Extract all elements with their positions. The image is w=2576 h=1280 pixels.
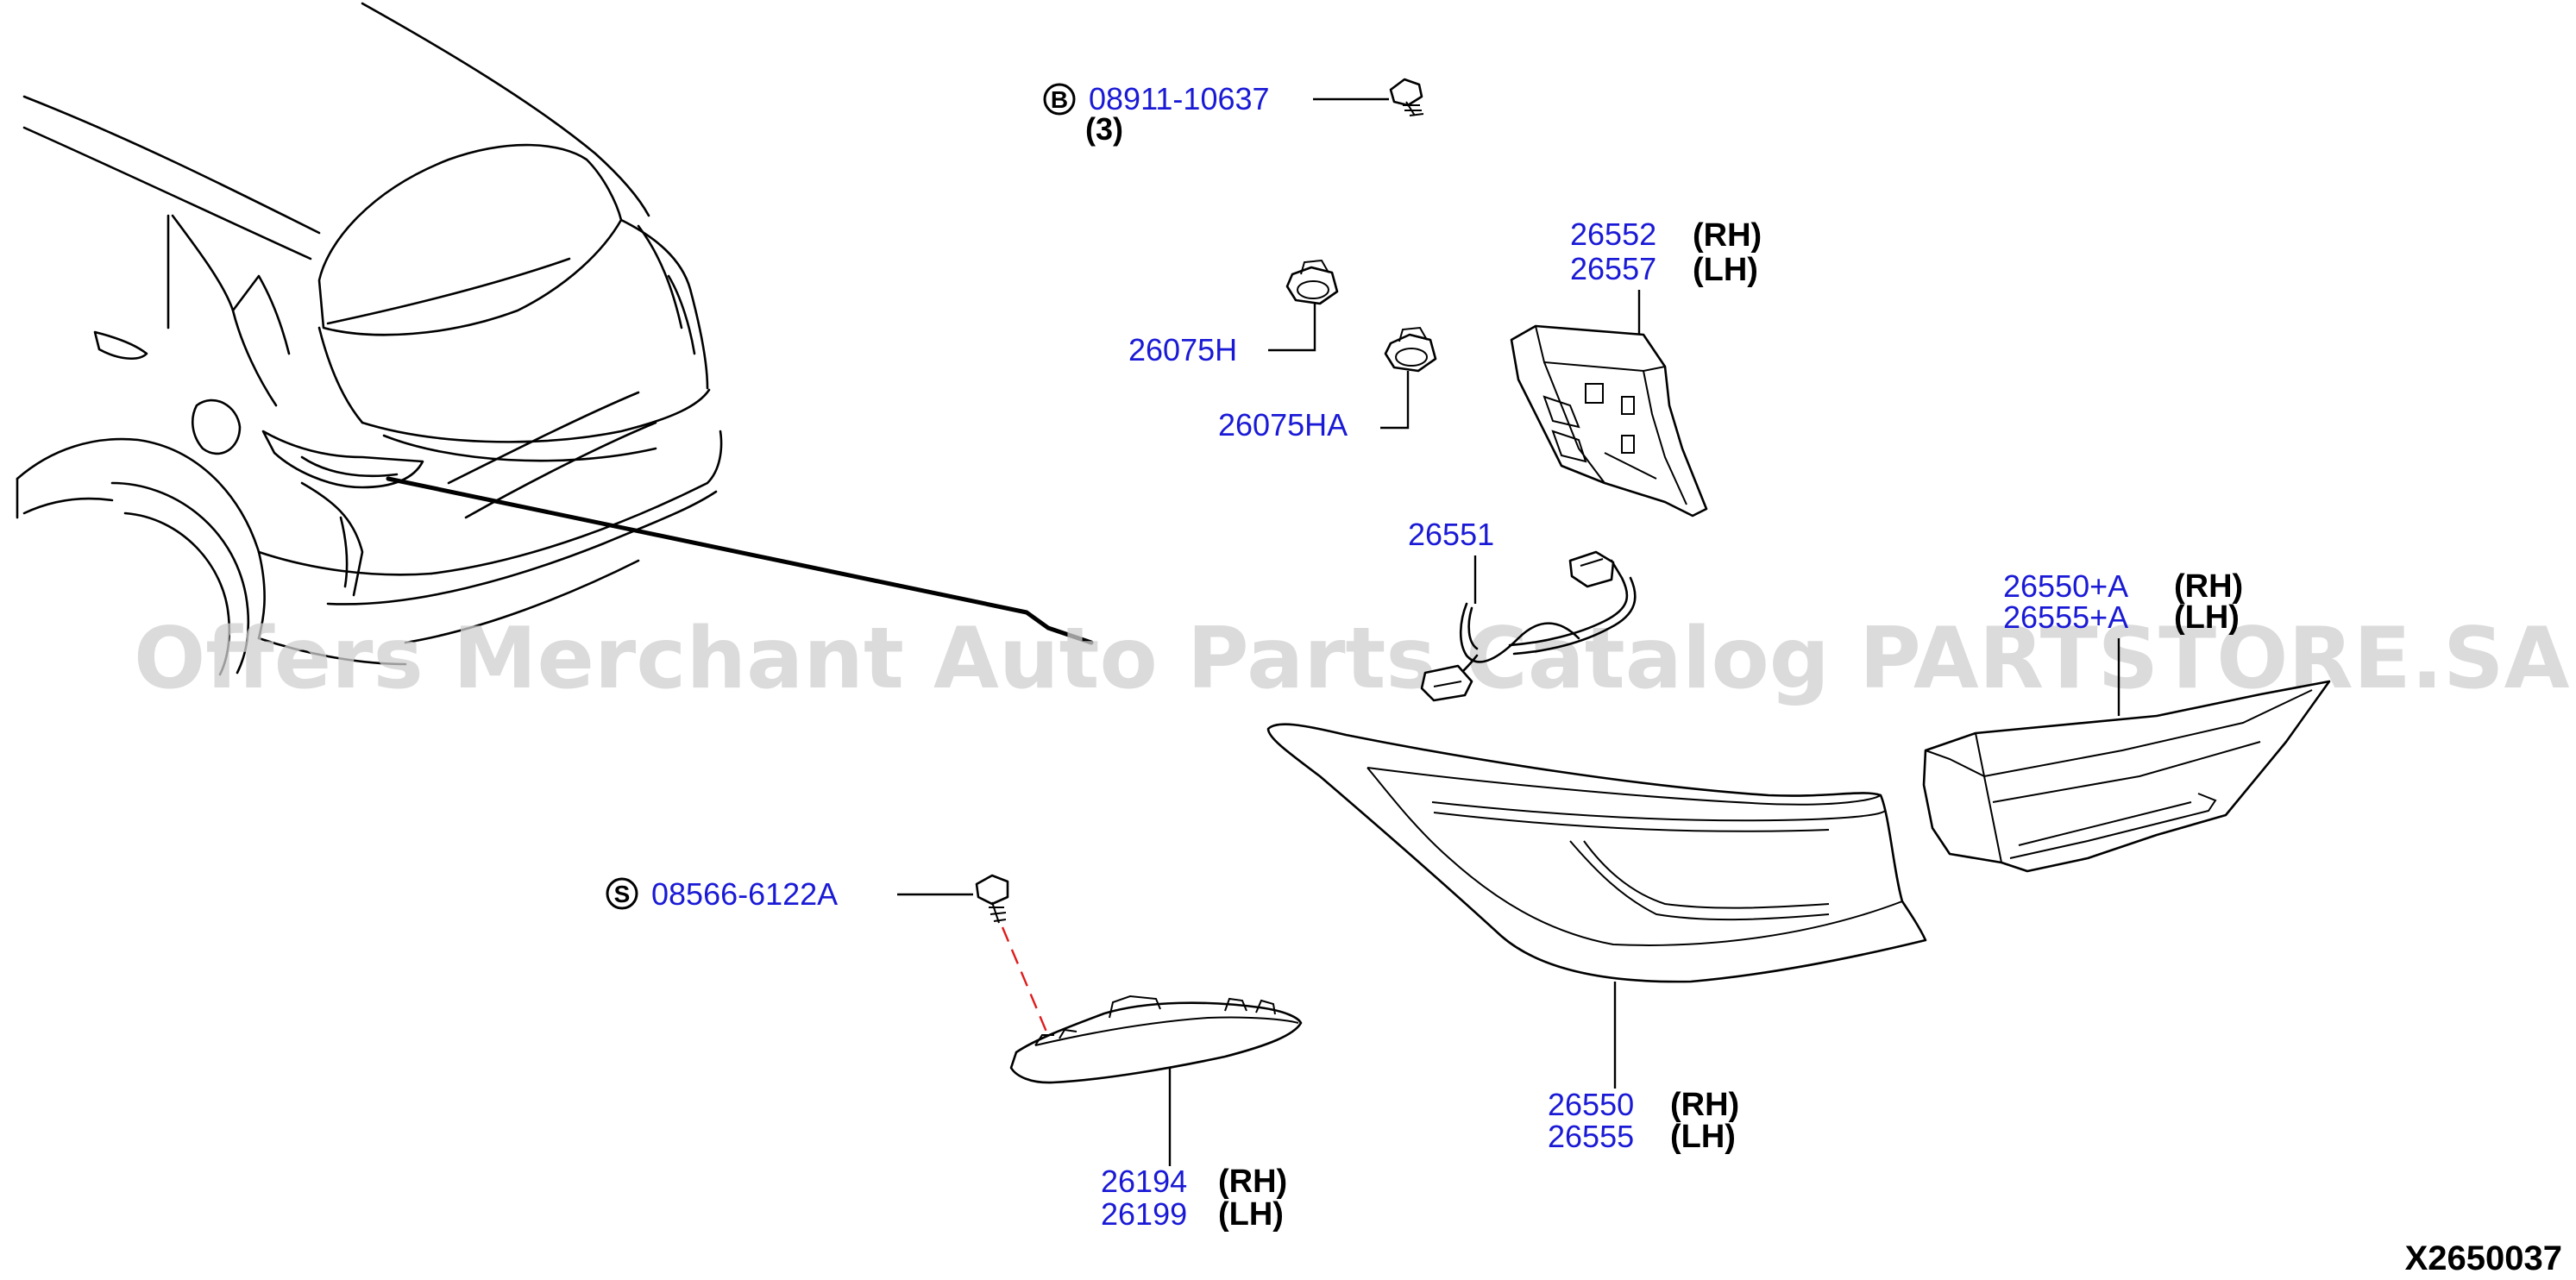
bolt-quantity: (3) — [1085, 111, 1123, 147]
vehicle-illustration — [16, 2, 1094, 676]
inner-lamp-part-number-rh[interactable]: 26550+A — [2003, 568, 2128, 604]
reflector-callout[interactable]: 26194 (RH) 26199 (LH) — [1101, 1068, 1287, 1233]
clip-26075ha-icon[interactable] — [1384, 326, 1437, 373]
reflector-part[interactable] — [1009, 995, 1303, 1084]
clip-26075h-callout[interactable]: 26075H — [1128, 304, 1316, 367]
outer-lamp-part[interactable] — [1266, 723, 1927, 983]
inner-lamp-callout[interactable]: 26550+A (RH) 26555+A (LH) — [2003, 568, 2243, 716]
outer-lamp-callout[interactable]: 26550 (RH) 26555 (LH) — [1548, 982, 1739, 1155]
harness-callout[interactable]: 26551 — [1408, 517, 1494, 604]
cover-side-lh: (LH) — [1693, 252, 1758, 288]
outer-lamp-part-number-rh[interactable]: 26550 — [1548, 1087, 1634, 1122]
outer-lamp-side-lh: (LH) — [1670, 1119, 1736, 1155]
outer-lamp-part-number-lh[interactable]: 26555 — [1548, 1119, 1634, 1154]
diagram-code: X2650037 — [2405, 1239, 2562, 1277]
clip-26075h-leader — [1268, 304, 1316, 352]
reflector-side-lh: (LH) — [1218, 1196, 1284, 1233]
inner-lamp-part[interactable] — [1922, 680, 2331, 873]
harness-part[interactable] — [1420, 550, 1637, 702]
reflector-part-number-lh[interactable]: 26199 — [1101, 1196, 1187, 1232]
harness-part-number[interactable]: 26551 — [1408, 517, 1494, 552]
bolt-icon[interactable] — [1389, 78, 1424, 116]
reflector-side-rh: (RH) — [1218, 1164, 1287, 1200]
clip-26075h-part-number[interactable]: 26075H — [1128, 332, 1237, 367]
bolt-part-number[interactable]: 08911-10637 — [1089, 81, 1270, 116]
clip-26075ha-callout[interactable]: 26075HA — [1218, 371, 1410, 442]
cover-side-rh: (RH) — [1693, 217, 1762, 254]
clip-26075ha-part-number[interactable]: 26075HA — [1218, 407, 1348, 442]
cover-part-number-lh[interactable]: 26557 — [1570, 251, 1656, 286]
clip-26075ha-leader — [1380, 371, 1410, 430]
watermark-text: Offers Merchant Auto Parts Catalog PARTS… — [134, 610, 2570, 708]
bolt-callout[interactable]: B 08911-10637 (3) — [1043, 81, 1389, 147]
inner-lamp-part-number-lh[interactable]: 26555+A — [2003, 599, 2128, 635]
bolt-badge — [1043, 83, 1076, 116]
inner-lamp-side-rh: (RH) — [2174, 568, 2243, 605]
cover-part[interactable] — [1510, 324, 1708, 518]
clip-26075h-icon[interactable] — [1285, 259, 1339, 305]
screw-part-number[interactable]: 08566-6122A — [651, 876, 838, 912]
screw-callout[interactable]: S 08566-6122A — [606, 876, 973, 912]
cover-callout[interactable]: 26552 (RH) 26557 (LH) — [1570, 216, 1762, 335]
screw-icon[interactable] — [975, 874, 1052, 1043]
bolt-badge-letter: B — [1051, 86, 1068, 113]
inner-lamp-side-lh: (LH) — [2174, 599, 2240, 636]
cover-part-number-rh[interactable]: 26552 — [1570, 216, 1656, 252]
reflector-part-number-rh[interactable]: 26194 — [1101, 1164, 1187, 1199]
screw-badge — [606, 877, 638, 910]
screw-installation-line — [1001, 926, 1052, 1043]
screw-badge-letter: S — [614, 881, 631, 907]
outer-lamp-side-rh: (RH) — [1670, 1087, 1739, 1123]
